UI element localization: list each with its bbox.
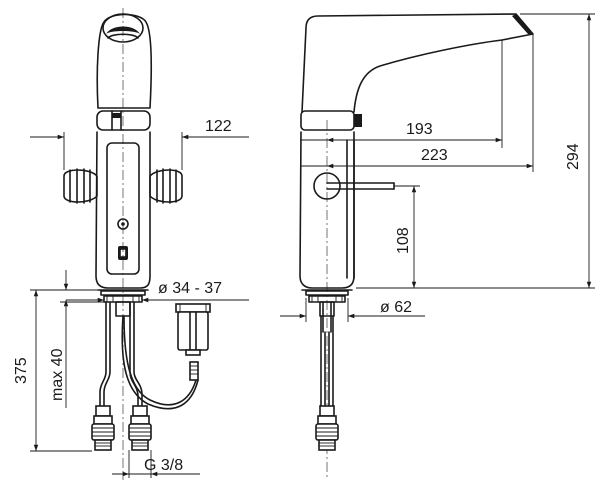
dimension-294: 294 bbox=[356, 13, 595, 289]
dim-34-37-label: ø 34 - 37 bbox=[158, 280, 222, 297]
dim-223-label: 223 bbox=[421, 147, 448, 164]
dimension-g38: G 3/8 bbox=[112, 450, 200, 478]
side-view: 193 223 294 108 ø 62 bbox=[280, 13, 595, 480]
front-view: 122 ø 34 - 37 375 max 40 bbox=[13, 8, 249, 480]
side-mounting bbox=[301, 289, 353, 333]
dimension-62: ø 62 bbox=[280, 298, 425, 322]
side-hose bbox=[320, 315, 334, 409]
dim-122-label: 122 bbox=[205, 118, 232, 135]
side-body bbox=[299, 131, 395, 289]
dimension-108: 108 bbox=[394, 185, 420, 288]
dim-g38-label: G 3/8 bbox=[144, 457, 183, 474]
front-hoses bbox=[99, 301, 199, 410]
dimension-375: 375 bbox=[13, 289, 98, 452]
dimension-193: 193 bbox=[300, 40, 503, 148]
front-control-box bbox=[175, 303, 211, 381]
dimension-34-37: ø 34 - 37 bbox=[66, 280, 249, 303]
dimension-223: 223 bbox=[300, 34, 534, 172]
front-collar bbox=[96, 110, 151, 131]
side-spout bbox=[301, 13, 534, 113]
front-left-knob bbox=[63, 168, 98, 204]
dim-193-label: 193 bbox=[406, 121, 433, 138]
dim-294-label: 294 bbox=[565, 143, 582, 170]
front-fitting-left bbox=[91, 405, 115, 451]
front-right-knob bbox=[149, 168, 183, 204]
dim-108-label: 108 bbox=[395, 227, 412, 254]
front-spout-head bbox=[96, 13, 152, 109]
dim-375-label: 375 bbox=[13, 357, 30, 384]
dim-max40-label: max 40 bbox=[49, 348, 66, 401]
front-fitting-right bbox=[128, 405, 152, 451]
dimension-122: 122 bbox=[30, 118, 249, 170]
dim-62-label: ø 62 bbox=[380, 299, 412, 316]
side-collar bbox=[300, 110, 362, 131]
side-fitting bbox=[315, 405, 339, 451]
dimension-max40: max 40 bbox=[49, 270, 104, 408]
